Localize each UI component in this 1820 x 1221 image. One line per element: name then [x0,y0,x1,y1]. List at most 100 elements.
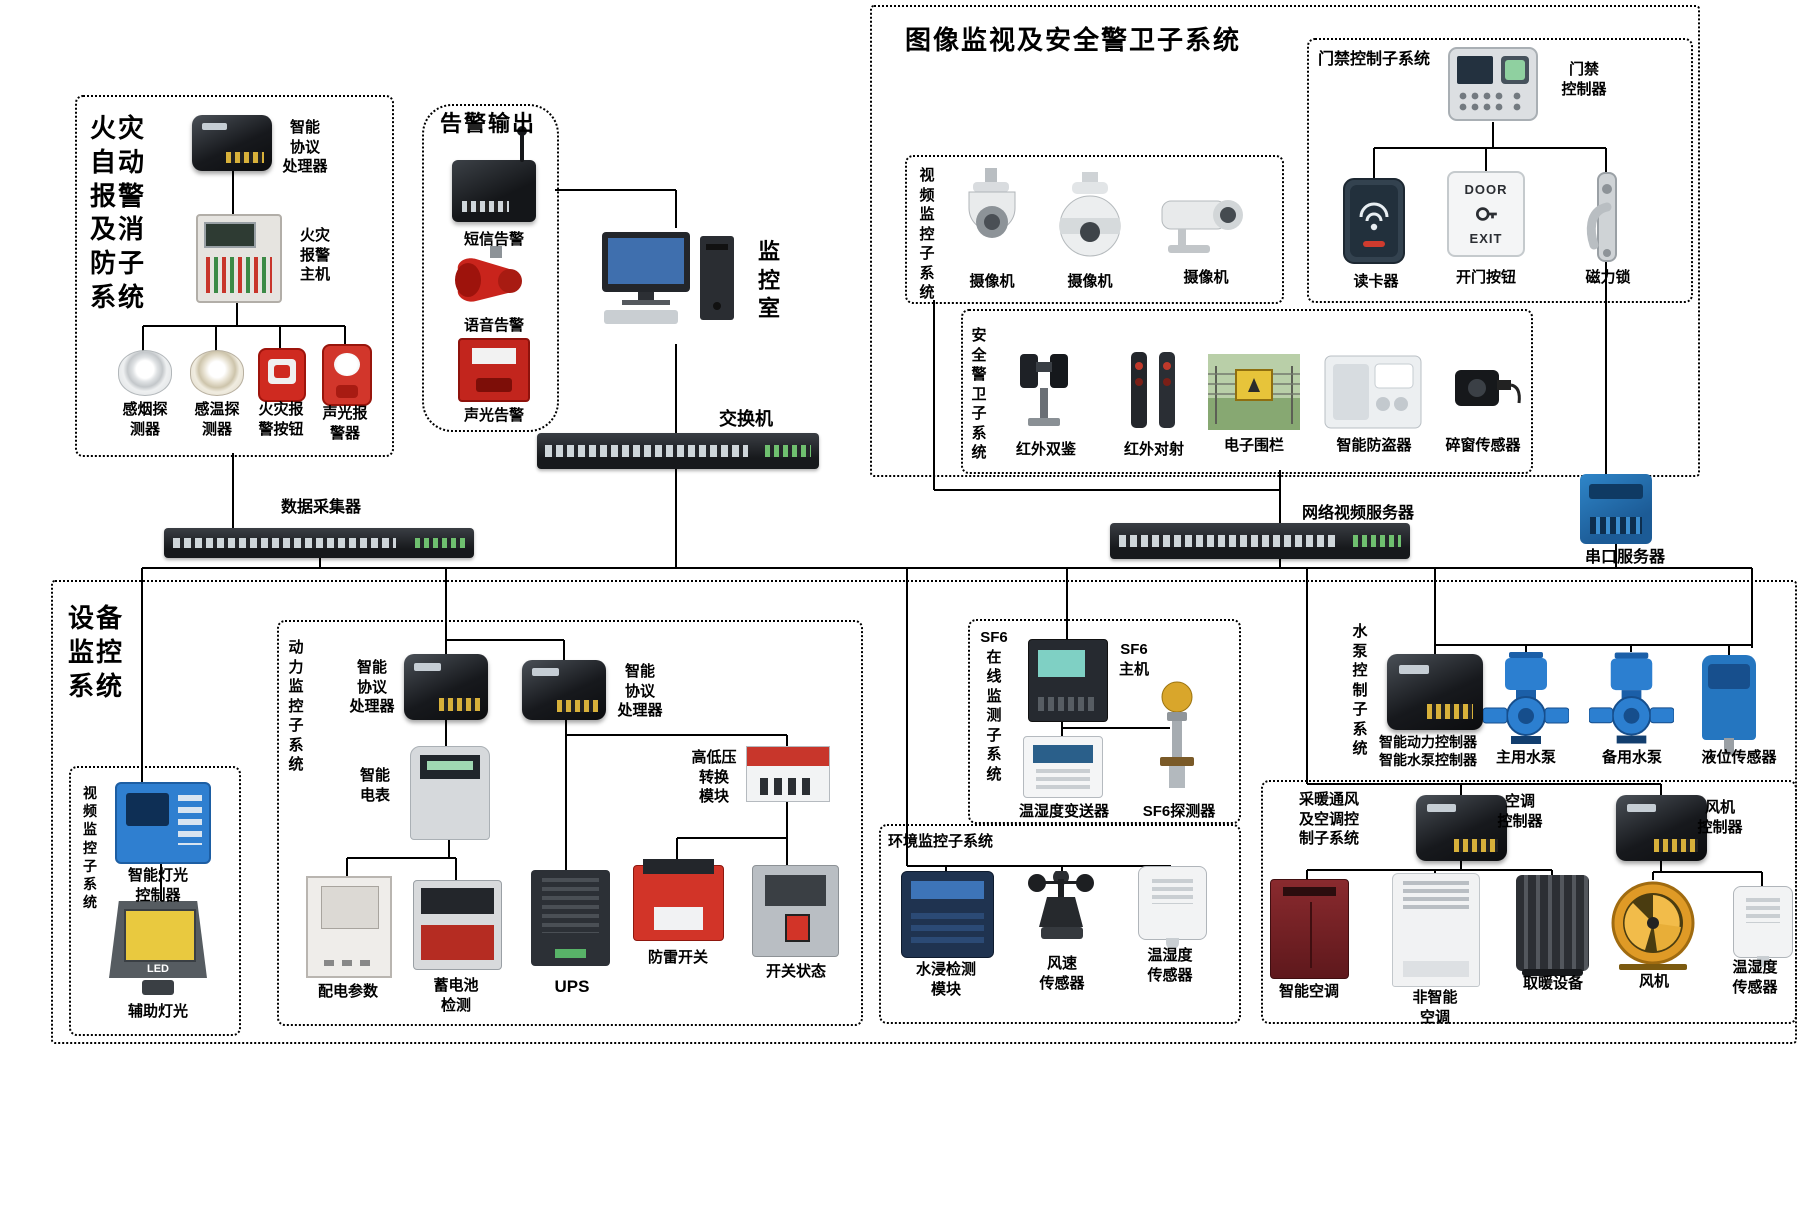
heater-label: 取暖设备 [1522,975,1583,992]
main-pump-label: 主用水泵 [1495,749,1556,766]
heat-detector-image [190,350,244,396]
smart-meter-label: 智能 电表 [359,767,390,804]
ir-dual-detector-label: 红外双鉴 [1015,441,1076,458]
environment-monitoring-box [879,824,1241,1024]
fire-protocol-processor-image [192,115,272,171]
hvac-control-title: 采暖通风 及空调控 制子系统 [1298,791,1359,847]
door-exit-button-image: DOOR EXIT [1447,171,1525,257]
water-leak-module-label: 水浸检测 模块 [915,961,976,998]
fan-controller-image [1616,795,1707,861]
fire-subsystem-title: 火灾 自动 报警 及消 防子 系统 [89,113,146,312]
heater-image [1516,875,1589,976]
sound-light-output-image [458,338,530,402]
bullet-camera-image [1161,200,1243,253]
fan-label: 风机 [1638,973,1669,990]
breaker-status-label: 开关状态 [765,963,826,980]
lightning-arrester-label: 防雷开关 [647,949,708,966]
access-controller-label: 门禁 控制器 [1561,61,1607,98]
electronic-fence-image [1208,354,1300,430]
ups-label: UPS [554,977,590,996]
fire-alarm-host-label: 火灾 报警 主机 [299,227,330,283]
fire-alarm-host-image [196,214,282,303]
card-reader-label: 读卡器 [1353,273,1399,290]
sound-light-alarm-label: 声光报 警器 [322,405,368,442]
serial-server-label: 串口服务器 [1584,549,1665,566]
voice-alarm-horn-image [455,246,522,302]
ptz-camera-image [1059,172,1121,257]
fire-alarm-button-label: 火灾报 警按钮 [258,401,304,438]
surveillance-system-title: 图像监视及安全警卫子系统 [905,25,1242,55]
video-subsystem2-box [69,766,241,1036]
wind-sensor-image [1028,871,1094,939]
smart-ac-label: 智能空调 [1278,983,1339,1000]
glass-break-sensor-image [1455,370,1521,406]
switch-image [537,433,819,469]
power-pp2-label: 智能 协议 处理器 [617,663,663,719]
battery-tester-image [413,880,502,970]
floodlight-image: LED [109,901,207,995]
magnetic-lock-label: 磁力锁 [1585,269,1631,286]
access-controller-image [1448,47,1538,121]
video-subsystem-title: 视 频 监 控 子 系 统 [919,167,935,301]
pump-controller-label: 智能动力控制器 智能水泵控制器 [1379,734,1477,769]
serial-server-image [1580,474,1652,544]
alarm-output-box [422,104,559,432]
dome-camera-image [968,168,1016,238]
access-control-title: 门禁控制子系统 [1318,51,1431,68]
hvac-humidity-sensor-image [1733,886,1793,967]
nvr-image [1110,523,1410,559]
light-controller-image [115,782,211,864]
sf6-host-image [1028,639,1108,722]
lightning-arrester-image [633,859,724,941]
access-control-box [1307,38,1693,303]
monitor-room-label: 监 控 室 [757,239,782,322]
distribution-cabinet-label: 配电参数 [317,983,378,1000]
burglar-alarm-label: 智能防盗器 [1336,437,1412,454]
camera1-label: 摄像机 [969,273,1015,290]
floodlight-base [142,979,174,995]
battery-tester-label: 蓄电池 检测 [433,977,479,1014]
monitor-room-workstation-image [602,232,734,324]
electronic-fence-label: 电子围栏 [1223,437,1284,454]
backup-pump-label: 备用水泵 [1601,749,1662,766]
smoke-detector-image [118,350,172,396]
fire-alarm-button-image [258,348,306,402]
video-subsystem-box [905,155,1284,304]
antenna-icon [517,126,527,162]
breaker-status-image [752,865,839,957]
floodlight-face [123,909,197,963]
level-sensor-label: 液位传感器 [1701,749,1777,766]
sf6-host-label: SF6 主机 [1118,641,1149,678]
ir-beam-label: 红外对射 [1123,441,1184,458]
backup-pump-image [1589,652,1674,744]
plain-ac-label: 非智能 空调 [1412,989,1458,1026]
pump-control-title: 水 泵 控 制 子 系 统 [1352,623,1368,757]
camera2-label: 摄像机 [1067,273,1113,290]
hv-module-label: 高低压 转换 模块 [691,749,737,805]
humidity-transmitter-image [1023,736,1103,798]
sms-alarm-label: 短信告警 [463,231,524,248]
exit-text: EXIT [1469,231,1503,246]
aux-light-label: 辅助灯光 [127,1003,188,1020]
sound-light-alarm-image [322,344,372,406]
power-pp2-image [522,660,606,720]
light-controller-label: 智能灯光 控制器 [127,867,188,904]
fan-image [1611,881,1695,970]
burglar-alarm-kit-image [1324,355,1422,429]
smart-meter-image [410,746,490,840]
sf6-monitoring-box [968,619,1241,824]
plain-ac-image [1392,873,1480,987]
door-button-label: 开门按钮 [1455,269,1516,286]
sms-alarm-image [452,126,536,222]
hvac-humidity-sensor-label: 温湿度 传感器 [1732,959,1778,996]
security-guard-box [961,309,1533,474]
surveillance-system-box [870,5,1700,477]
environment-monitoring-title: 环境监控子系统 [888,833,994,850]
sf6-detector-image [1160,681,1194,788]
ir-beam-image [1131,352,1175,428]
power-monitoring-title: 动 力 监 控 子 系 统 [288,639,304,773]
data-collector-image [164,528,474,558]
camera3-label: 摄像机 [1183,269,1229,286]
video-subsystem2-title: 视 频 监 控 子 系 统 [83,785,97,911]
